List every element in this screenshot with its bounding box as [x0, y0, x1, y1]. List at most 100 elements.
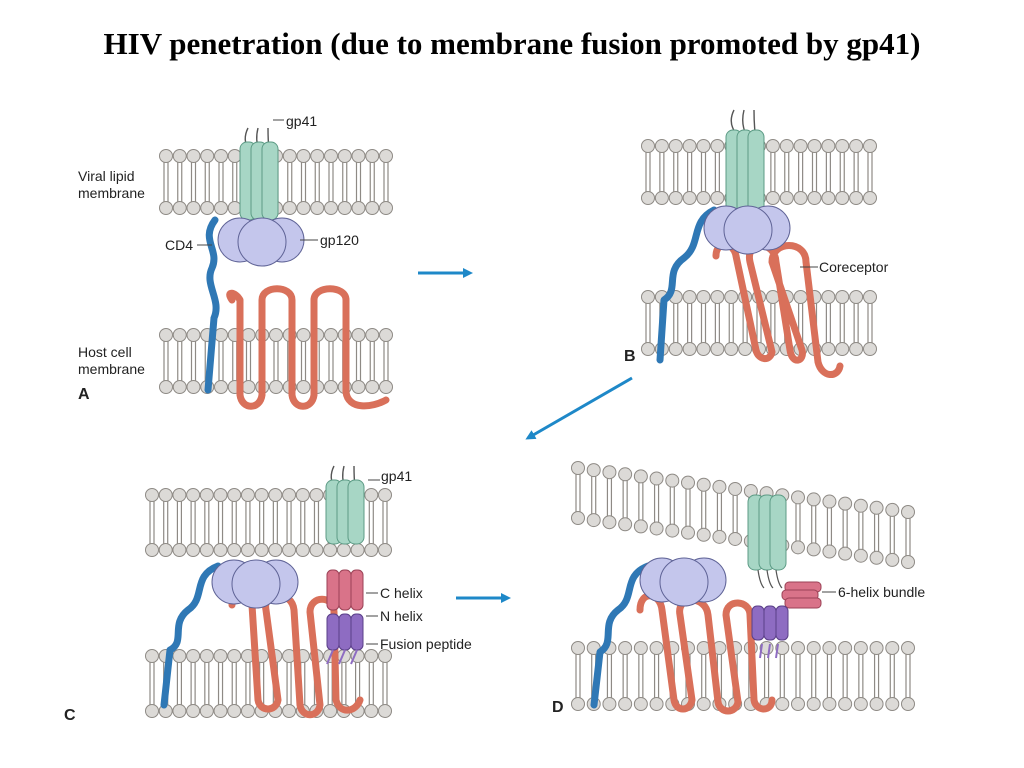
coreceptor-b	[712, 241, 844, 378]
lipid-head	[835, 290, 850, 304]
lipid-head	[186, 328, 201, 342]
lipid-head	[649, 471, 664, 486]
lipid-head	[806, 641, 821, 655]
panel-d-labels: 6-helix bundle D	[552, 584, 925, 716]
lipid-head	[199, 488, 214, 502]
lipid-head	[696, 290, 711, 304]
lipid-head	[668, 139, 683, 153]
lipid-head	[835, 342, 850, 356]
lipid-head	[633, 519, 648, 534]
label-gp41-a: gp41	[286, 113, 317, 129]
lipid-head	[324, 201, 338, 215]
lipid-head	[649, 521, 664, 536]
lipid-head	[240, 488, 255, 502]
coreceptor-c	[228, 591, 364, 719]
lipid-head	[853, 548, 868, 563]
lipid-head	[869, 641, 884, 655]
lipid-head	[838, 641, 853, 655]
lipid-head	[696, 342, 711, 356]
lipid-head	[682, 290, 697, 304]
lipid-head	[200, 201, 215, 215]
lipid-head	[668, 342, 683, 356]
label-host-membrane: membrane	[78, 361, 145, 377]
lipid-head	[849, 139, 864, 153]
lipid-head	[172, 328, 187, 342]
lipid-head	[159, 328, 173, 342]
lipid-head	[241, 380, 256, 394]
lipid-head	[806, 492, 821, 507]
lipid-head	[618, 467, 633, 482]
lipid-head	[296, 149, 311, 163]
lipid-head	[849, 290, 864, 304]
lipid-head	[200, 149, 215, 163]
lipid-head	[822, 494, 837, 509]
lipid-head	[696, 139, 711, 153]
host-membrane-d	[571, 641, 915, 711]
fusion-peptide-arrow	[326, 649, 334, 665]
lipid-head	[241, 328, 256, 342]
lipid-head	[681, 475, 695, 490]
lipid-head	[254, 543, 269, 557]
lipid-head	[158, 543, 173, 557]
panel-b-labels: Coreceptor B	[624, 259, 889, 365]
lipid-head	[365, 328, 380, 342]
lipid-head	[779, 139, 794, 153]
lipid-head	[378, 488, 392, 502]
lipid-head	[696, 527, 711, 542]
lipid-head	[214, 380, 228, 394]
gp41-linker	[757, 569, 765, 589]
label-fusion-peptide: Fusion peptide	[380, 636, 472, 652]
lipid-head	[186, 380, 201, 394]
lipid-head	[324, 328, 338, 342]
lipid-head	[571, 697, 585, 711]
lipid-head	[668, 191, 683, 205]
lipid-head	[863, 139, 877, 153]
lipid-head	[682, 342, 697, 356]
label-host-cell: Host cell	[78, 344, 132, 360]
lipid-head	[296, 380, 311, 394]
lipid-head	[172, 149, 187, 163]
lipid-head	[296, 201, 311, 215]
gp41-trimer-a	[239, 141, 279, 221]
lipid-head	[365, 201, 380, 215]
lipid-head	[186, 704, 201, 718]
lipid-head	[821, 191, 836, 205]
lipid-head	[696, 191, 711, 205]
lipid-head	[145, 488, 159, 502]
lipid-head	[378, 649, 392, 663]
lipid-membranes	[145, 139, 915, 718]
lipid-head	[665, 473, 680, 488]
lipid-head	[838, 546, 853, 561]
lipid-head	[885, 502, 900, 517]
n-helix-c	[326, 613, 364, 651]
lipid-head	[159, 380, 173, 394]
lipid-head	[269, 380, 283, 394]
lipid-head	[586, 513, 601, 528]
lipid-head	[227, 649, 242, 663]
lipid-head	[793, 191, 808, 205]
panel-letter-d: D	[552, 699, 564, 716]
lipid-head	[793, 139, 808, 153]
gp41-linker	[775, 569, 783, 589]
label-viral-membrane: membrane	[78, 185, 145, 201]
lipid-head	[728, 531, 743, 546]
gp41-linker	[766, 569, 774, 589]
lipid-head	[710, 342, 725, 356]
lipid-head	[282, 149, 297, 163]
arrow-b-to-c	[525, 376, 633, 440]
lipid-head	[186, 543, 201, 557]
lipid-head	[379, 149, 393, 163]
lipid-head	[654, 139, 669, 153]
lipid-head	[869, 500, 884, 515]
lipid-head	[351, 201, 366, 215]
gp120-a	[217, 217, 305, 267]
lipid-head	[849, 342, 864, 356]
lipid-head	[712, 529, 727, 544]
panel-letter-b: B	[624, 348, 636, 365]
lipid-head	[186, 149, 201, 163]
proteins	[160, 109, 844, 719]
lipid-head	[821, 290, 836, 304]
lipid-head	[649, 697, 664, 711]
lipid-head	[838, 496, 853, 511]
lipid-head	[602, 697, 617, 711]
